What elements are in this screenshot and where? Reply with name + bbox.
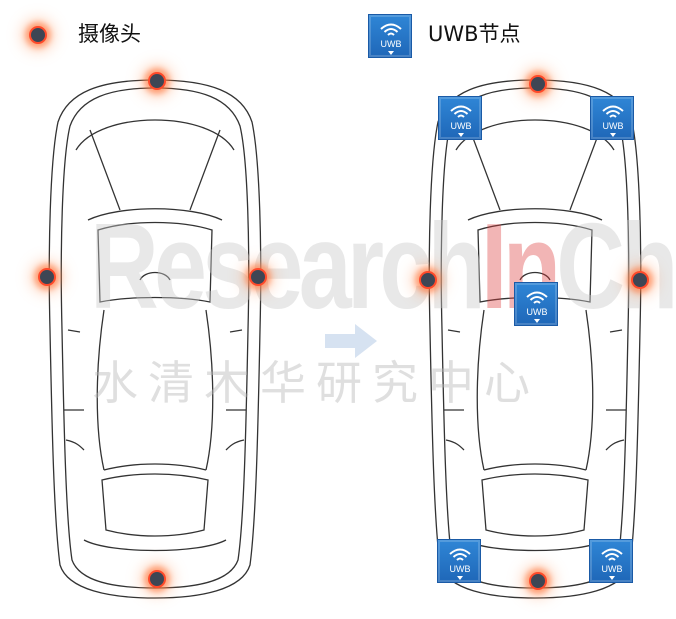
svg-text:UWB: UWB (603, 121, 624, 131)
camera-rear-icon (529, 572, 547, 590)
car-right-outline (428, 79, 642, 599)
legend-camera-icon (29, 26, 47, 44)
camera-left-icon (38, 268, 56, 286)
transition-arrow-icon (325, 324, 377, 358)
svg-text:UWB: UWB (527, 307, 548, 317)
svg-text:UWB: UWB (450, 564, 471, 574)
svg-text:UWB: UWB (451, 121, 472, 131)
uwb-node-center-icon: UWB (514, 282, 558, 326)
uwb-node-front-left-icon: UWB (438, 96, 482, 140)
uwb-node-rear-right-icon: UWB (589, 539, 633, 583)
camera-front-icon (148, 72, 166, 90)
camera-right-icon (631, 271, 649, 289)
legend-camera-label: 摄像头 (78, 22, 141, 46)
camera-left-icon (419, 271, 437, 289)
svg-text:UWB: UWB (602, 564, 623, 574)
uwb-node-rear-left-icon: UWB (437, 539, 481, 583)
legend-uwb-icon: UWB (368, 14, 412, 58)
car-left-outline (48, 79, 262, 599)
watermark-chinese: 水清木华研究中心 (92, 356, 540, 410)
legend-uwb-label: UWB节点 (428, 22, 521, 46)
watermark-english: ResearchInChina (90, 198, 676, 334)
uwb-node-front-right-icon: UWB (590, 96, 634, 140)
svg-text:UWB: UWB (381, 39, 402, 49)
camera-right-icon (249, 268, 267, 286)
camera-rear-icon (148, 570, 166, 588)
camera-front-icon (529, 75, 547, 93)
